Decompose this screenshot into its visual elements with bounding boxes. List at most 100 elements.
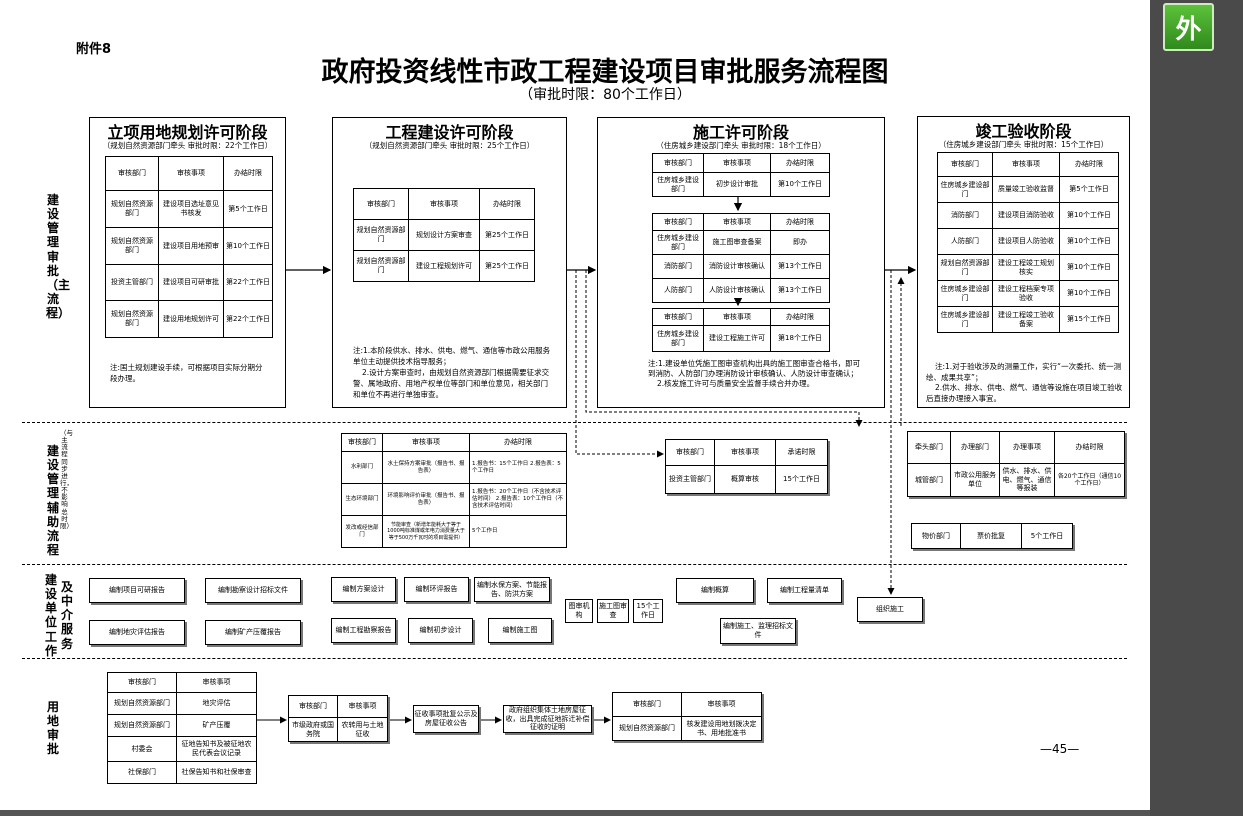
unit-box: 15个工作日: [633, 599, 663, 623]
unit-box: 编制工程勘察报告: [331, 618, 396, 643]
cell: 规划自然资源部门: [353, 250, 409, 282]
stage-2-table: 审核部门审核事项办结时限 规划自然资源部门规划设计方案审查第25个工作日 规划自…: [353, 188, 535, 282]
cell: 农转用与土地征收: [337, 717, 388, 742]
stage-1-title: 立项用地规划许可阶段: [107, 123, 268, 142]
stage-2-title: 工程建设许可阶段: [385, 123, 514, 142]
stage-3-box: 施工许可阶段 （住房城乡建设部门牵头 审批时限：18个工作日） 审核部门审核事项…: [597, 117, 885, 408]
cell: 规划自然资源部门: [105, 190, 159, 228]
cell: 第10个工作日: [1059, 254, 1119, 281]
attachment-label: 附件8: [76, 42, 112, 57]
cell: 建设项目人防验收: [992, 228, 1060, 255]
table-row: 规划自然资源部门建设项目选址意见书核发第5个工作日: [105, 190, 273, 228]
unit-box: 编制水保方案、节能报告、防洪方案: [474, 577, 550, 602]
table-row: 社保部门社保告知书和社保审查: [107, 761, 257, 784]
header-dept: 审核部门: [937, 152, 993, 177]
table-row: 住房城乡建设部门初步设计审批第10个工作日: [652, 172, 830, 197]
land-table-3: 审核部门审核事项 规划自然资源部门核发建设用地划拨决定书、用地批准书: [612, 692, 762, 741]
stage-1-note: 注:国土规划建设手续，可根据项目实际分期分段办理。: [110, 363, 263, 383]
table-row: 住房城乡建设部门建设工程施工许可第18个工作日: [652, 325, 830, 352]
stage-3-table-3: 审核部门审核事项办结时限 住房城乡建设部门建设工程施工许可第18个工作日: [652, 308, 830, 352]
stage-3-title: 施工许可阶段: [692, 123, 789, 142]
land-table-2: 审核部门审核事项 市级政府或国务院农转用与土地征收: [288, 695, 388, 742]
unit-box: 编制方案设计: [331, 577, 396, 602]
unit-box: 编制初步设计: [408, 618, 473, 643]
stage-4-box: 竣工验收阶段 （住房城乡建设部门牵头 审批时限：15个工作日） 审核部门审核事项…: [917, 116, 1130, 408]
table-row: 规划自然资源部门矿产压覆: [107, 714, 257, 737]
header-promise: 承诺时限: [775, 439, 828, 466]
stage-1-table: 审核部门审核事项办结时限 规划自然资源部门建设项目选址意见书核发第5个工作日 规…: [105, 156, 273, 338]
lane-note-aux: （与主流程同步进行，不影响总时限）: [60, 429, 73, 530]
table-row: 市级政府或国务院农转用与土地征收: [288, 717, 388, 742]
cell: 1.报告书：20个工作日（不含技术评估时间） 2.报告表：10个工作日（不含技术…: [469, 483, 567, 516]
table-row: 规划自然资源部门建设项目用地预审第10个工作日: [105, 227, 273, 265]
dashed-link-aux: [575, 270, 664, 458]
cell: 投资主管部门: [665, 465, 715, 494]
table-row: 规划自然资源部门建设用地规划许可第22个工作日: [105, 300, 273, 338]
cell: 第13个工作日: [770, 254, 830, 279]
cell: 第18个工作日: [770, 325, 830, 352]
note-line: 注:1.建设单位凭施工图审查机构出具的施工图审查合格书，即可到消防、人防部门办理…: [648, 359, 861, 379]
cell: 建设用地规划许可: [158, 300, 224, 338]
stage-3-sub: （住房城乡建设部门牵头 审批时限：18个工作日）: [656, 141, 826, 150]
stage-4-note: 注:1.对于验收涉及的测量工作，实行“一次委托、统一测绘、成果共享”； 2.供水…: [926, 362, 1124, 404]
lane-divider: [22, 658, 1127, 659]
cell: 各20个工作日（通信10个工作日）: [1054, 463, 1125, 497]
note-line: 注:1.本阶段供水、排水、供电、燃气、通信等市政公用服务单位主动提供技术指导服务…: [353, 346, 551, 366]
stage-2-note: 注:1.本阶段供水、排水、供电、燃气、通信等市政公用服务单位主动提供技术指导服务…: [353, 346, 553, 400]
cell: 消防设计审核确认: [703, 254, 771, 279]
cell: 第10个工作日: [770, 172, 830, 197]
header-time: 办结时限: [1054, 431, 1125, 464]
aux-table-3: 牵头部门办理部门办理事项办结时限 城管部门市政公用服务单位供水、排水、供电、燃气…: [907, 431, 1125, 497]
table-row: 消防部门消防设计审核确认第13个工作日: [652, 254, 830, 279]
note-line: 2.核发施工许可与质量安全监督手续合并办理。: [657, 379, 815, 389]
cell: 第22个工作日: [223, 300, 273, 338]
table-row: 规划自然资源部门建设工程竣工规划核实第10个工作日: [937, 254, 1119, 281]
table-row: 规划自然资源部门核发建设用地划拨决定书、用地批准书: [612, 716, 762, 741]
cell: 节能审查（新增年能耗大于等于1000吨标准煤或年电力消费量大于等于500万千瓦时…: [382, 515, 470, 548]
cell: 核发建设用地划拨决定书、用地批准书: [681, 716, 762, 741]
aux-table-1: 审核部门审核事项办结时限 水利部门水土保持方案审批（报告书、报告表）1.报告书：…: [341, 433, 567, 548]
viewer-side-panel: [1150, 0, 1243, 816]
land-step-box: 政府组织集体土地房屋征收，出具完成征地拆迁补偿征收的证明: [503, 705, 592, 733]
cell: 质量竣工验收监督: [992, 176, 1060, 203]
cell: 规划自然资源部门: [105, 227, 159, 265]
dashed-link-aux: [585, 270, 863, 427]
table-row: 发改或经信部门节能审查（新增年能耗大于等于1000吨标准煤或年电力消费量大于等于…: [341, 515, 567, 548]
cell: 施工图审查备案: [703, 230, 771, 255]
lane-divider: [22, 564, 1127, 565]
document-page: 附件8 政府投资线性市政工程建设项目审批服务流程图 （审批时限：80个工作日） …: [0, 0, 1150, 810]
table-row: 人防部门建设项目人防验收第10个工作日: [937, 228, 1119, 255]
land-table-1: 审核部门审核事项 规划自然资源部门地灾评估 规划自然资源部门矿产压覆 村委会征地…: [107, 672, 257, 784]
lane-label-unit: 建设单位工作: [44, 573, 57, 658]
lane-label-agency: 及中介服务: [60, 580, 73, 651]
unit-box: 编制概算: [676, 578, 754, 603]
unit-box: 图审机构: [565, 599, 593, 623]
unit-box: 编制地灾评估报告: [89, 620, 185, 645]
stage-4-table: 审核部门审核事项办结时限 住房城乡建设部门质量竣工验收监督第5个工作日 消防部门…: [937, 152, 1119, 333]
cell: 第10个工作日: [1059, 280, 1119, 307]
external-button[interactable]: 外: [1163, 3, 1214, 51]
page-subtitle: （审批时限：80个工作日）: [519, 87, 691, 103]
stage-3-table-1: 审核部门审核事项办结时限 住房城乡建设部门初步设计审批第10个工作日: [652, 153, 830, 197]
header-dept: 审核部门: [353, 188, 409, 220]
cell: 人防部门: [652, 278, 704, 303]
lane-label-land: 用地审批: [46, 700, 59, 757]
unit-box: 施工图审查: [597, 599, 629, 623]
cell: 第25个工作日: [479, 219, 535, 251]
unit-box: 编制工程量清单: [767, 578, 842, 603]
note-line: 2.设计方案审查时，由规划自然资源部门根据需要征求交警、属地政府、用地产权单位等…: [353, 367, 550, 399]
cell: 住房城乡建设部门: [937, 176, 993, 203]
cell: 物价部门: [911, 523, 961, 549]
cell: 征地告知书及被征地农民代表会议记录: [176, 736, 257, 762]
cell: 建设工程施工许可: [703, 325, 771, 352]
cell: 15个工作日: [775, 465, 828, 494]
header-handle-item: 办理事项: [999, 431, 1055, 464]
cell: 5个工作日: [469, 515, 567, 548]
stage-4-sub: （住房城乡建设部门牵头 审批时限：15个工作日）: [938, 140, 1109, 149]
table-row: 住房城乡建设部门质量竣工验收监督第5个工作日: [937, 176, 1119, 203]
cell: 概算审核: [714, 465, 776, 494]
lane-label-main: 建设管理审批（主流程）: [46, 193, 71, 321]
cell: 建设工程竣工验收备案: [992, 306, 1060, 333]
stage-2-sub: （规划自然资源部门牵头 审批时限：25个工作日）: [364, 141, 535, 150]
